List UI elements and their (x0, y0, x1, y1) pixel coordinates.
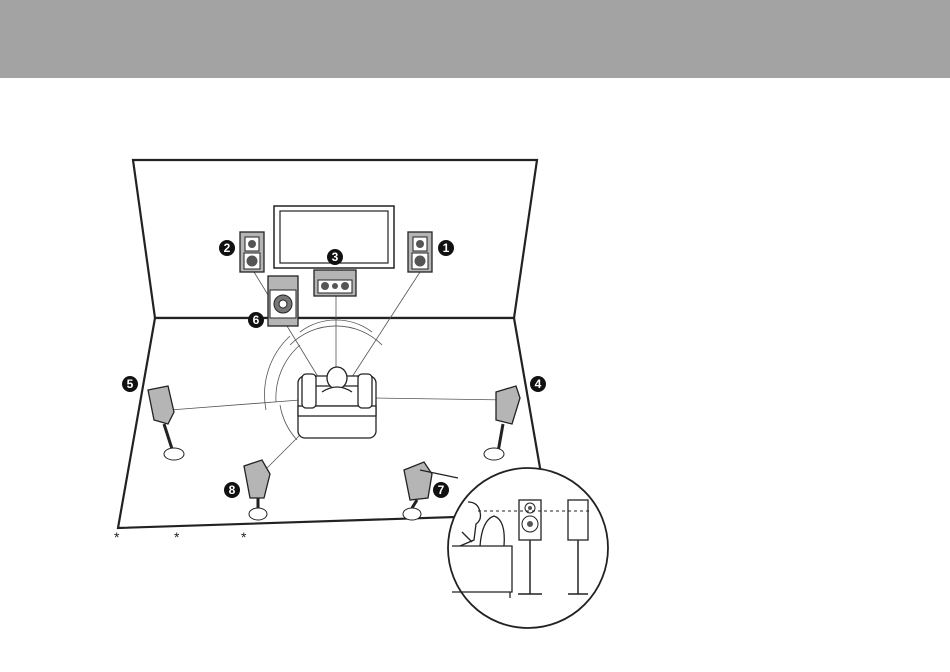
badge-8: 8 (224, 482, 240, 498)
badge-5-label: 5 (127, 377, 134, 391)
badge-1: 1 (438, 240, 454, 256)
sofa-with-listener-icon (298, 367, 376, 438)
badge-7-label: 7 (438, 483, 445, 497)
badge-2: 2 (219, 240, 235, 256)
badge-3: 3 (327, 249, 343, 265)
footnote-mark-3: * (241, 529, 247, 545)
badge-3-label: 3 (332, 250, 339, 264)
badge-7: 7 (433, 482, 449, 498)
front-right-speaker-icon (408, 232, 432, 272)
badge-8-label: 8 (229, 483, 236, 497)
badge-6-label: 6 (253, 313, 260, 327)
badge-4: 4 (530, 376, 546, 392)
badge-4-label: 4 (535, 377, 542, 391)
footnote-mark-2: * (174, 529, 180, 545)
footnote-mark-1: * (114, 529, 120, 545)
front-left-speaker-icon (240, 232, 264, 272)
subwoofer-icon (268, 276, 298, 326)
badge-1-label: 1 (443, 241, 450, 255)
badge-5: 5 (122, 376, 138, 392)
center-speaker-icon (314, 270, 356, 296)
badge-2-label: 2 (224, 241, 231, 255)
badge-6: 6 (248, 312, 264, 328)
